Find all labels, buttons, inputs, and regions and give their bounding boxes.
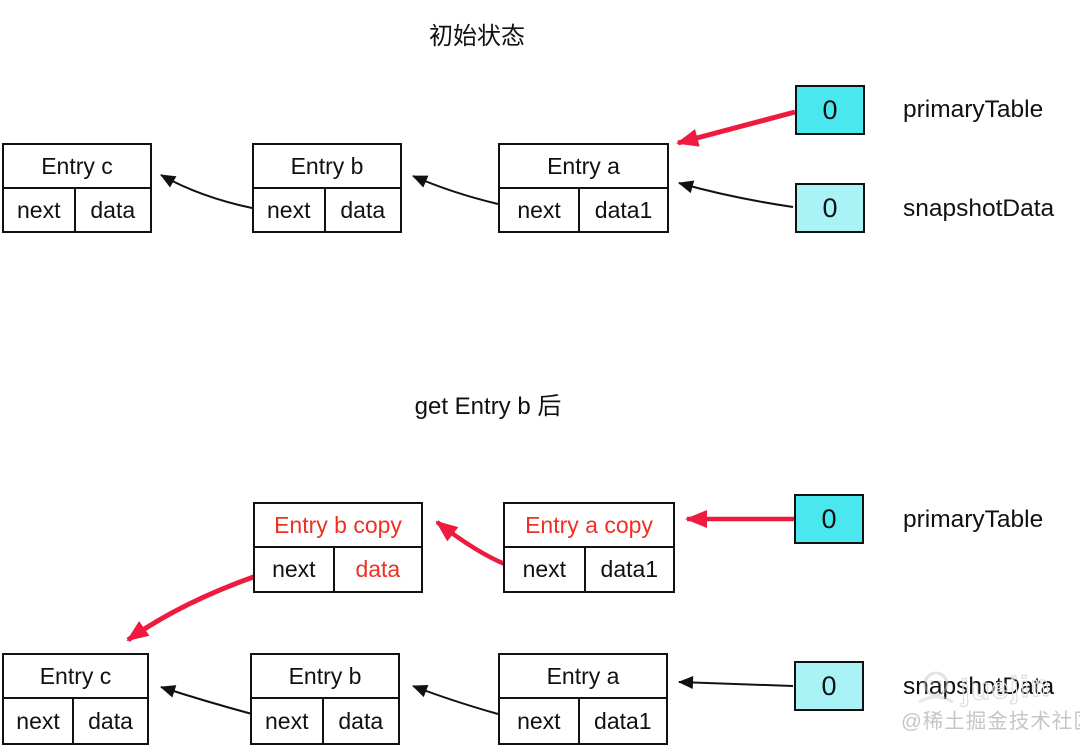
s1-snapshotdata-label: snapshotData [903, 195, 1055, 222]
pointer-value: 0 [821, 670, 837, 701]
next-cell: next [255, 548, 335, 591]
s2-entry-a-copy-node: Entry a copy next data1 [503, 502, 675, 593]
entry-title: Entry a [500, 655, 666, 699]
next-cell: next [254, 189, 326, 231]
data-cell: data1 [600, 556, 659, 582]
entry-title: Entry c [4, 655, 147, 699]
arrow-s2-entryacopy-next-to-entrybcopy [435, 520, 508, 568]
entry-title: Entry a copy [505, 504, 673, 548]
arrow-s1-entryb-next-to-entryc [160, 174, 253, 209]
arrow-s2-entryb-next-to-entryc [160, 685, 253, 715]
pointer-value: 0 [822, 94, 838, 125]
next-cell: next [505, 548, 586, 591]
arrow-s1-entrya-next-to-entryb [412, 175, 499, 205]
next-cell: next [500, 189, 581, 231]
s2-entry-c-node: Entry c next data [2, 653, 149, 745]
s2-snapshotdata-label: snapshotData [903, 673, 1055, 700]
watermark-handle: @稀土掘金技术社区 [901, 710, 1080, 733]
entry-title: Entry b copy [255, 504, 421, 548]
s2-entry-b-node: Entry b next data [250, 653, 400, 745]
s2-entry-b-copy-node: Entry b copy next data [253, 502, 423, 593]
entry-title: Entry c [4, 145, 150, 189]
next-cell: next [500, 699, 580, 743]
s2-primarytable-label: primaryTable [903, 506, 1044, 533]
entry-title: Entry b [252, 655, 398, 699]
data-cell: data1 [594, 196, 653, 223]
section2-title: get Entry b 后 [414, 393, 562, 420]
next-cell: next [252, 699, 324, 743]
data-cell: data [88, 707, 133, 734]
data-cell: data [90, 196, 136, 223]
pointer-value: 0 [822, 192, 838, 223]
next-cell: next [4, 189, 76, 231]
arrow-s2-entrybcopy-next-to-entryc [126, 573, 257, 643]
s1-snapshotdata-pointer-box: 0 [795, 183, 865, 233]
entry-title: Entry b [254, 145, 400, 189]
data-cell: data [340, 196, 386, 223]
s1-entry-b-node: Entry b next data [252, 143, 402, 233]
next-cell: next [4, 699, 75, 743]
data-cell: data [355, 556, 401, 582]
s1-entry-a-node: Entry a next data1 [498, 143, 669, 233]
data-cell: data1 [594, 707, 652, 734]
section1-title: 初始状态 [429, 23, 525, 50]
s1-primarytable-pointer-box: 0 [795, 85, 865, 135]
pointer-value: 0 [821, 503, 837, 534]
arrow-s2-entrya-next-to-entryb [412, 684, 499, 715]
arrow-s1-snapshotdata-to-entrya [678, 180, 794, 208]
s1-primarytable-label: primaryTable [903, 96, 1044, 123]
data-cell: data [338, 707, 384, 734]
s1-entry-c-node: Entry c next data [2, 143, 152, 233]
s2-snapshotdata-pointer-box: 0 [794, 661, 864, 711]
entry-title: Entry a [500, 145, 667, 189]
arrow-s1-primarytable-to-entrya [676, 109, 796, 147]
s2-entry-a-node: Entry a next data1 [498, 653, 668, 745]
arrow-s2-snapshotdata-to-entrya [678, 675, 794, 689]
s2-primarytable-pointer-box: 0 [794, 494, 864, 544]
